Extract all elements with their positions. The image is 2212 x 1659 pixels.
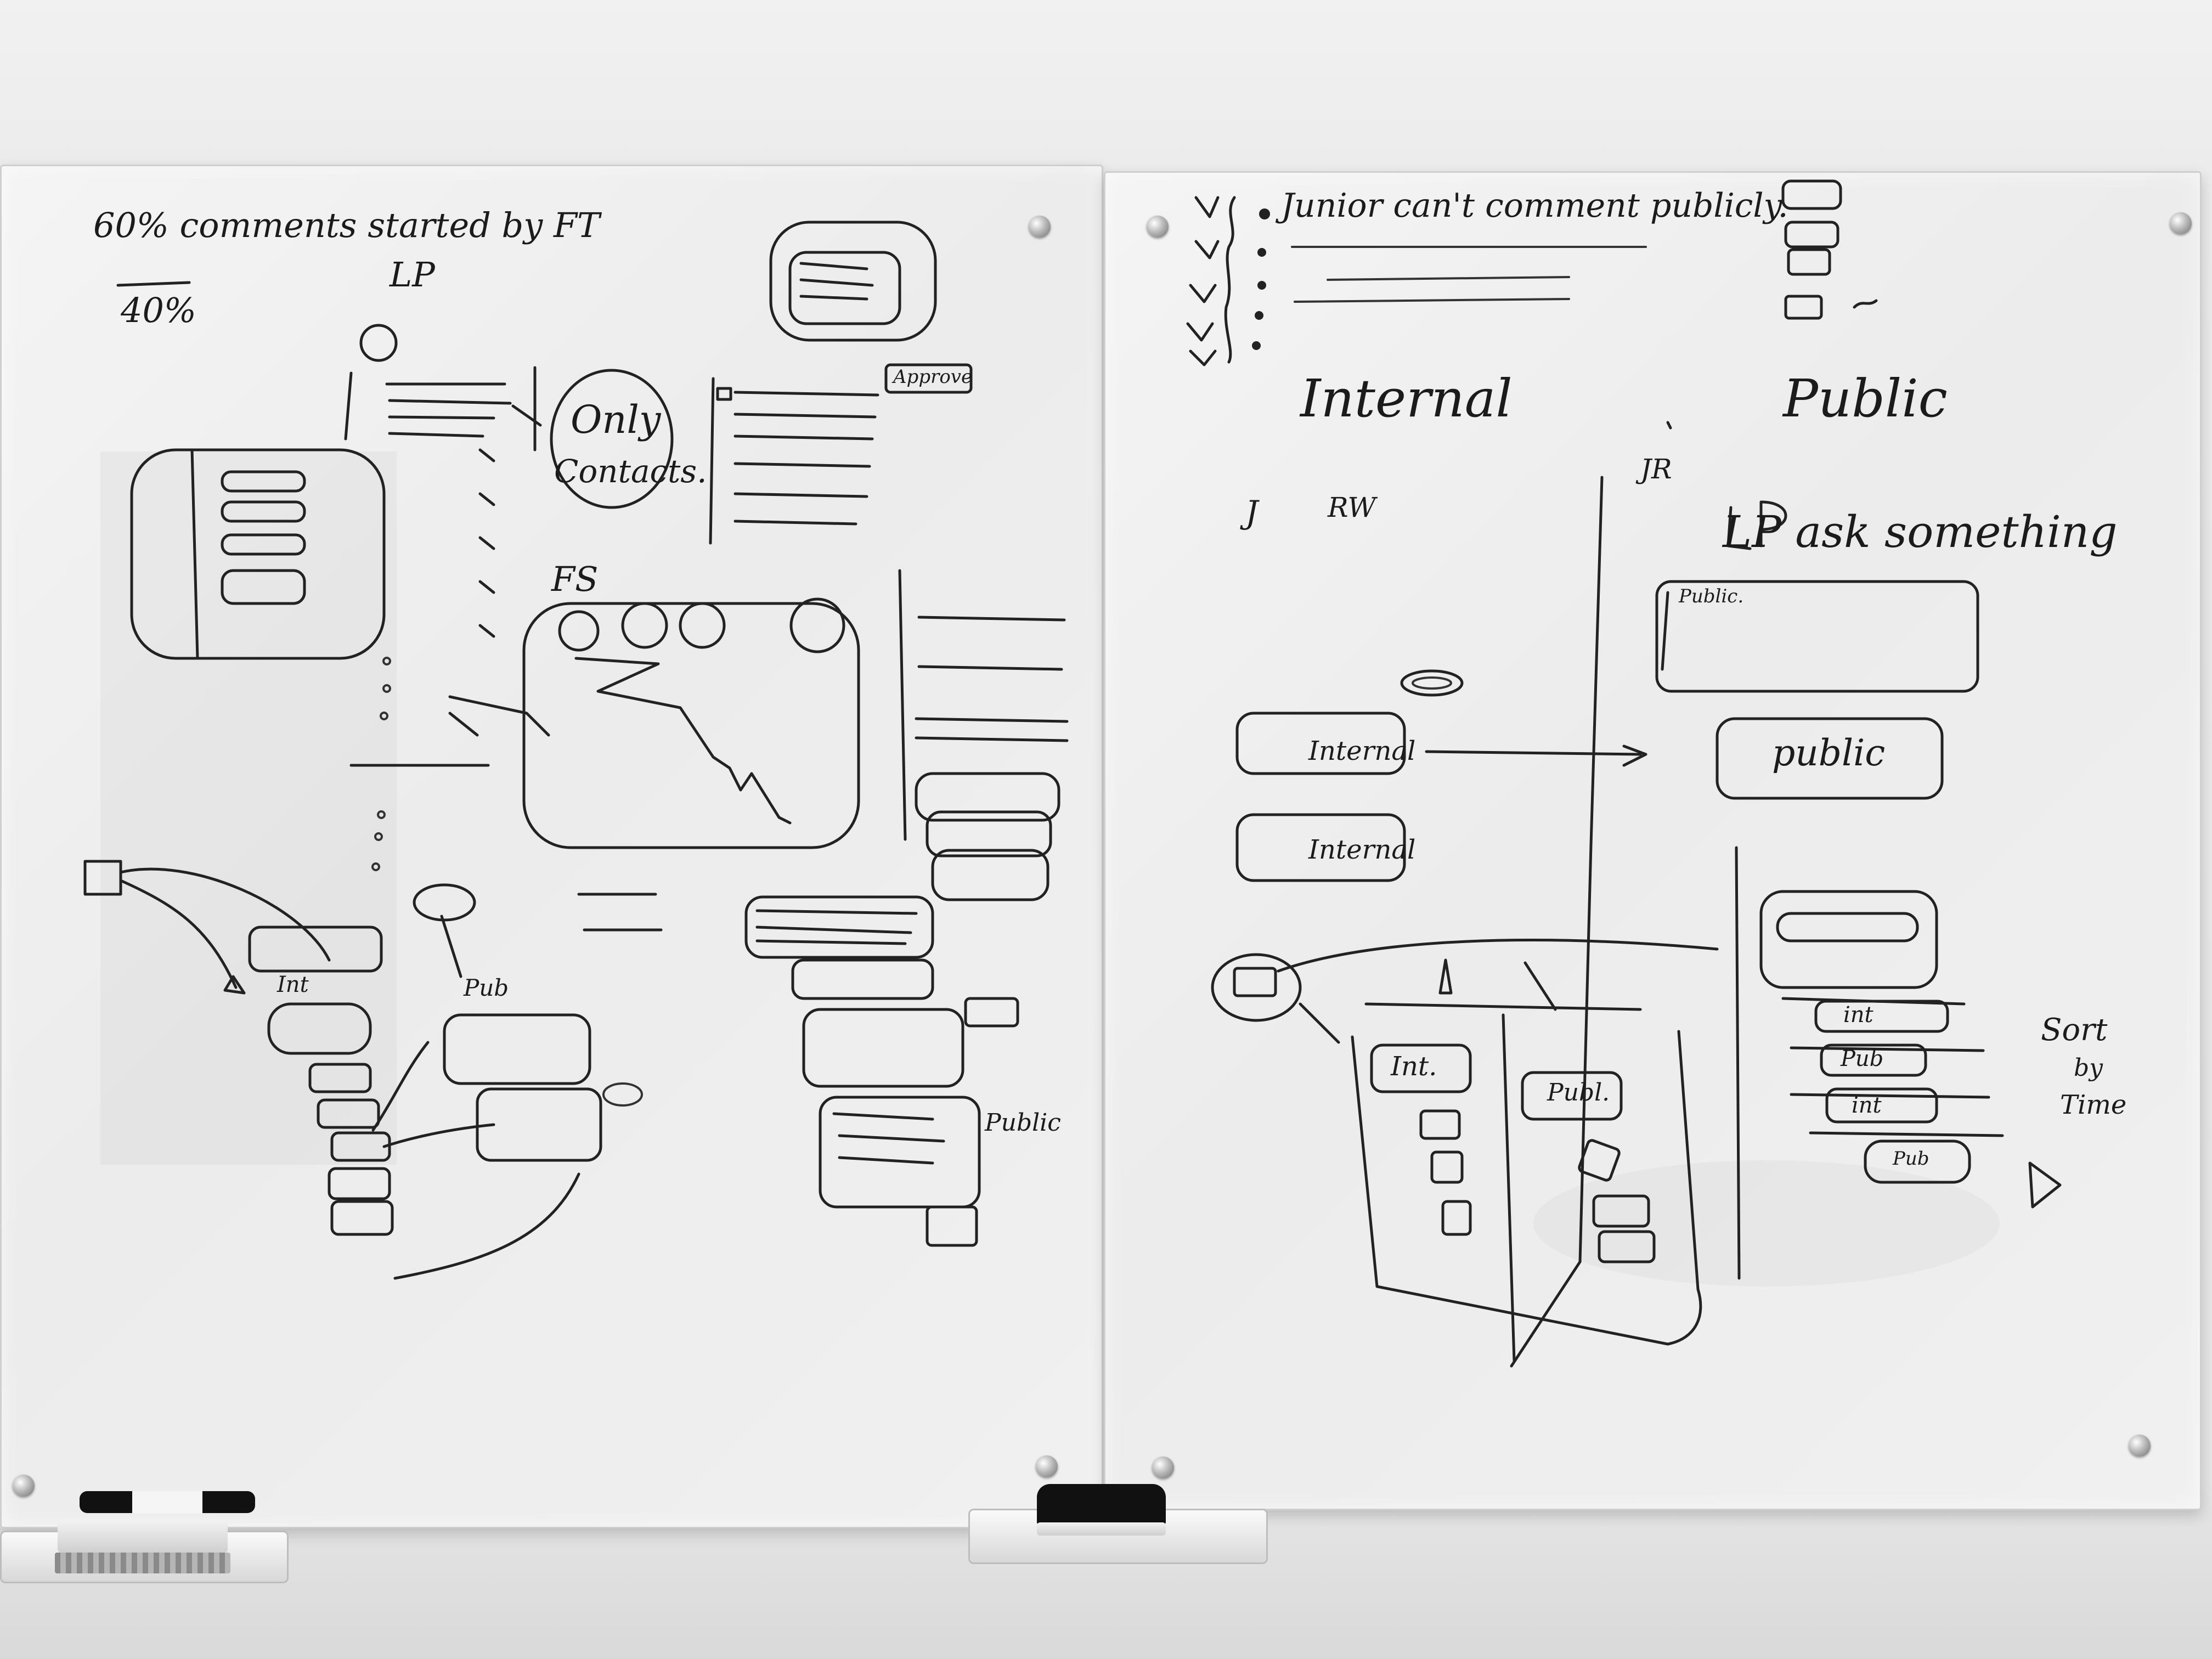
mounting-screw <box>1036 1455 1058 1477</box>
internal-button-sketch-2: Internal <box>1308 834 1416 865</box>
list-pub-2: Pub <box>1893 1148 1929 1170</box>
marker[interactable] <box>80 1491 255 1513</box>
mounting-screw <box>1029 216 1051 238</box>
list-pub-1: Pub <box>1841 1046 1884 1071</box>
column-publ: Publ. <box>1547 1079 1610 1107</box>
only-contacts-line1: Only <box>571 397 661 442</box>
heading-public: Public <box>1783 369 1948 429</box>
lp-ask-something: LP ask something <box>1723 506 2118 557</box>
stat-fraction: 40% <box>121 290 196 330</box>
sort-note-1: Sort <box>2041 1012 2108 1048</box>
list-int-1: int <box>1843 1002 1874 1028</box>
label-pub: Pub <box>464 974 509 1001</box>
label-int: Int <box>277 972 309 997</box>
mounting-screw <box>13 1475 35 1497</box>
mounting-screw <box>1147 216 1169 238</box>
public-button-sketch: public <box>1772 732 1886 774</box>
mounting-screw <box>2129 1435 2151 1457</box>
stat-line: 60% comments started by FT <box>93 205 600 245</box>
stat-sub: LP <box>390 255 435 295</box>
internal-button-sketch-1: Internal <box>1308 736 1416 766</box>
public-field-sketch: Public. <box>1679 585 1744 607</box>
label-jr: JR <box>1640 453 1672 485</box>
column-int: Int. <box>1391 1051 1437 1082</box>
label-fs: FS <box>551 559 599 599</box>
sort-note-2: by <box>2074 1054 2103 1082</box>
rule-junior: Junior can't comment publicly. <box>1281 187 1788 225</box>
approve-button-sketch: Approve <box>893 366 973 388</box>
mounting-screw <box>1152 1457 1174 1479</box>
sort-note-3: Time <box>2060 1090 2127 1120</box>
eraser-felt <box>55 1553 230 1573</box>
heading-internal: Internal <box>1300 369 1513 429</box>
label-public-left: Public <box>985 1109 1061 1137</box>
eraser[interactable] <box>58 1520 228 1553</box>
center-eraser-base <box>1037 1522 1166 1536</box>
list-int-2: int <box>1852 1093 1882 1118</box>
label-j: J <box>1245 494 1259 531</box>
only-contacts-line2: Contacts. <box>554 453 707 490</box>
eraser-handle[interactable] <box>1037 1484 1166 1525</box>
mounting-screw <box>2170 212 2192 234</box>
label-rw: RW <box>1328 492 1376 523</box>
